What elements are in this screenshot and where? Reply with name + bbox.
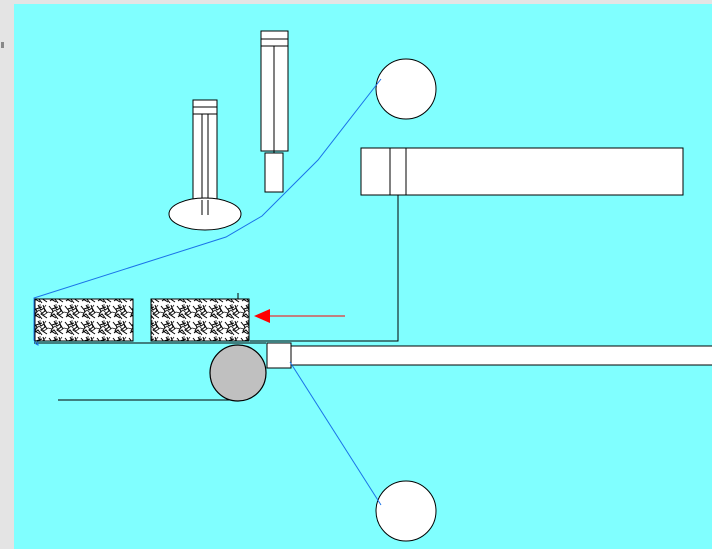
edge-artifact [1, 42, 4, 48]
square-block [266, 342, 292, 369]
lower-web-line [289, 361, 382, 506]
lower-idler-roller [375, 480, 437, 542]
actuator-connector-line [250, 195, 399, 342]
diagram-background [14, 4, 712, 549]
right-cylinder-head [264, 152, 284, 193]
pressing-foot [168, 197, 242, 231]
fiber-batt-left [34, 298, 134, 342]
left-cylinder-body [192, 99, 218, 206]
feed-arrow-head [254, 309, 270, 323]
fiber-batt-right [150, 298, 250, 342]
long-guide-table [290, 345, 712, 366]
drive-roller [209, 344, 267, 402]
upper-idler-roller [375, 58, 437, 120]
horizontal-actuator-body [360, 147, 684, 196]
